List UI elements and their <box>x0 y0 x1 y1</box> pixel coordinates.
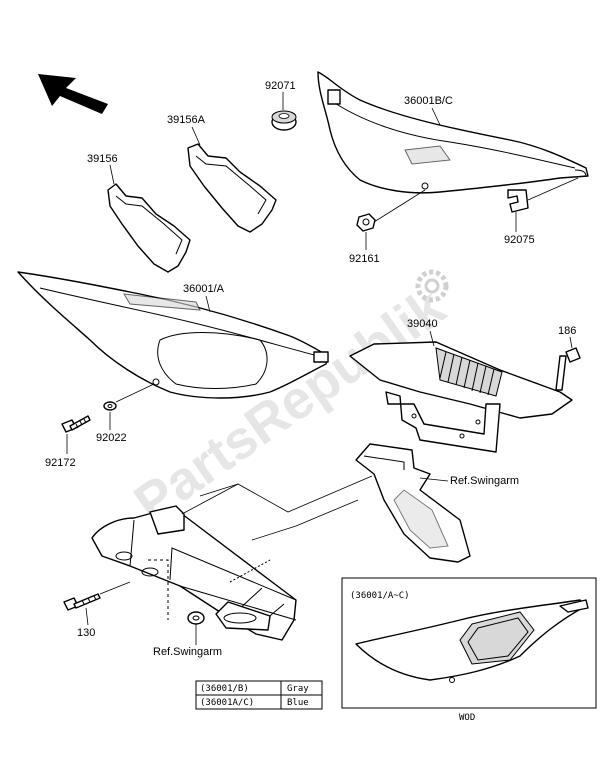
label-92172: 92172 <box>45 457 76 469</box>
label-92075: 92075 <box>504 234 535 246</box>
label-39156: 39156 <box>87 153 118 165</box>
part-39156a-cover <box>187 143 277 233</box>
color-table-code-0: (36001/B) <box>200 684 249 694</box>
part-92022-washer <box>103 401 117 411</box>
label-92071: 92071 <box>265 80 296 92</box>
inset-caption: WOD <box>459 713 475 723</box>
label-186: 186 <box>558 325 576 337</box>
inset-title: (36001/A~C) <box>350 591 410 601</box>
label-39040: 39040 <box>407 318 438 330</box>
direction-arrow-icon <box>38 74 108 114</box>
color-table-code-1: (36001A/C) <box>200 698 254 708</box>
swingarm-bracket-right <box>355 443 471 563</box>
label-92022: 92022 <box>96 432 127 444</box>
part-92161-nut <box>356 213 376 232</box>
ref-swingarm-label-right: Ref.Swingarm <box>450 475 519 487</box>
part-186-bolt <box>555 347 581 391</box>
part-39156-cover <box>107 183 191 273</box>
ref-swingarm-label-left: Ref.Swingarm <box>153 646 222 658</box>
color-table-color-0: Gray <box>287 684 309 694</box>
label-92161: 92161 <box>349 253 380 265</box>
label-36001a: 36001/A <box>183 283 225 295</box>
label-130: 130 <box>77 627 95 639</box>
inset-panel: (36001/A~C) WOD <box>341 577 597 723</box>
part-swingarm-washer <box>187 611 205 625</box>
swingarm-left <box>91 505 297 641</box>
part-130-bolt <box>63 593 101 611</box>
part-36001bc-side-cover <box>317 71 589 194</box>
part-36001a-side-cover <box>17 271 329 399</box>
part-92172-bolt <box>61 415 91 433</box>
inset-side-cover-drawing <box>355 599 589 683</box>
label-36001bc: 36001B/C <box>404 95 453 107</box>
color-table: (36001/B) Gray (36001A/C) Blue <box>195 680 323 710</box>
part-39040-chain-guard <box>349 341 573 453</box>
label-39156a: 39156A <box>167 114 206 126</box>
gear-watermark-icon <box>415 269 449 303</box>
color-table-color-1: Blue <box>287 698 309 708</box>
part-92071-grommet <box>271 110 297 131</box>
part-92075-clip <box>507 189 529 213</box>
